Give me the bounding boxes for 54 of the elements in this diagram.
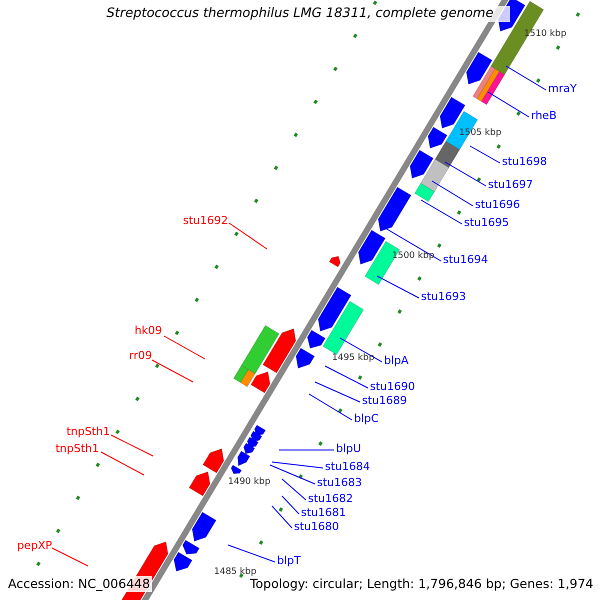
gene-label: pepXP (17, 539, 52, 552)
gene-label: stu1682 (308, 492, 354, 505)
leader-line (100, 452, 144, 476)
leader-line (228, 544, 276, 562)
gene-label: blpA (384, 354, 409, 367)
leader-line (282, 496, 300, 514)
gene-label: stu1689 (362, 394, 408, 407)
leader-line (52, 548, 88, 566)
leader-line (444, 162, 486, 186)
gene-label: stu1694 (443, 253, 488, 266)
leader-line (470, 146, 500, 164)
leader-line (164, 336, 206, 360)
gene-label: stu1696 (475, 198, 520, 211)
gene-label: stu1692 (182, 214, 228, 227)
tick-label: 1490 kbp (228, 477, 270, 488)
accession-text: Accession: NC_006448 (6, 576, 152, 592)
gene-label: tnpSth1 (66, 425, 110, 438)
leader-line (324, 366, 368, 388)
genome-summary-text: Topology: circular; Length: 1,796,846 bp; Genes: 1,974 (248, 576, 596, 592)
gene-label: stu1683 (317, 476, 362, 489)
leader-line (340, 338, 382, 362)
leader-line (308, 394, 352, 420)
gene-label: tnpSth1 (55, 442, 99, 455)
gene-label: stu1693 (421, 290, 466, 303)
leader-line (282, 478, 306, 500)
leader-line (110, 434, 154, 456)
leader-line (488, 92, 530, 118)
tick-label: 1485 kbp (214, 567, 256, 578)
gene-label: stu1695 (464, 216, 510, 229)
leader-line (432, 180, 474, 206)
tick-label: 1495 kbp (332, 353, 374, 364)
leader-line (272, 462, 324, 468)
gene-label: blpT (277, 554, 301, 567)
leader-line (272, 506, 292, 528)
gene-label: blpC (354, 412, 379, 425)
gene-label: rr09 (129, 349, 152, 362)
leader-line (314, 382, 360, 402)
leader-line (228, 222, 268, 250)
gene-label: stu1690 (370, 380, 416, 393)
gene-label: blpU (336, 442, 362, 455)
leader-line (384, 228, 442, 262)
gene-label: stu1681 (301, 506, 346, 519)
gene-label: stu1680 (294, 520, 340, 533)
gene-label: hk09 (134, 324, 162, 337)
leader-line (376, 276, 420, 298)
gene-label: stu1697 (488, 178, 534, 191)
leader-line (152, 360, 194, 382)
leader-line (270, 464, 316, 484)
leader-line (420, 200, 462, 224)
leader-line (506, 66, 546, 90)
gene-label: stu1698 (502, 155, 548, 168)
gene-label: mraY (548, 82, 577, 95)
gene-label: rheB (531, 109, 557, 122)
gene-label: stu1684 (325, 460, 370, 473)
